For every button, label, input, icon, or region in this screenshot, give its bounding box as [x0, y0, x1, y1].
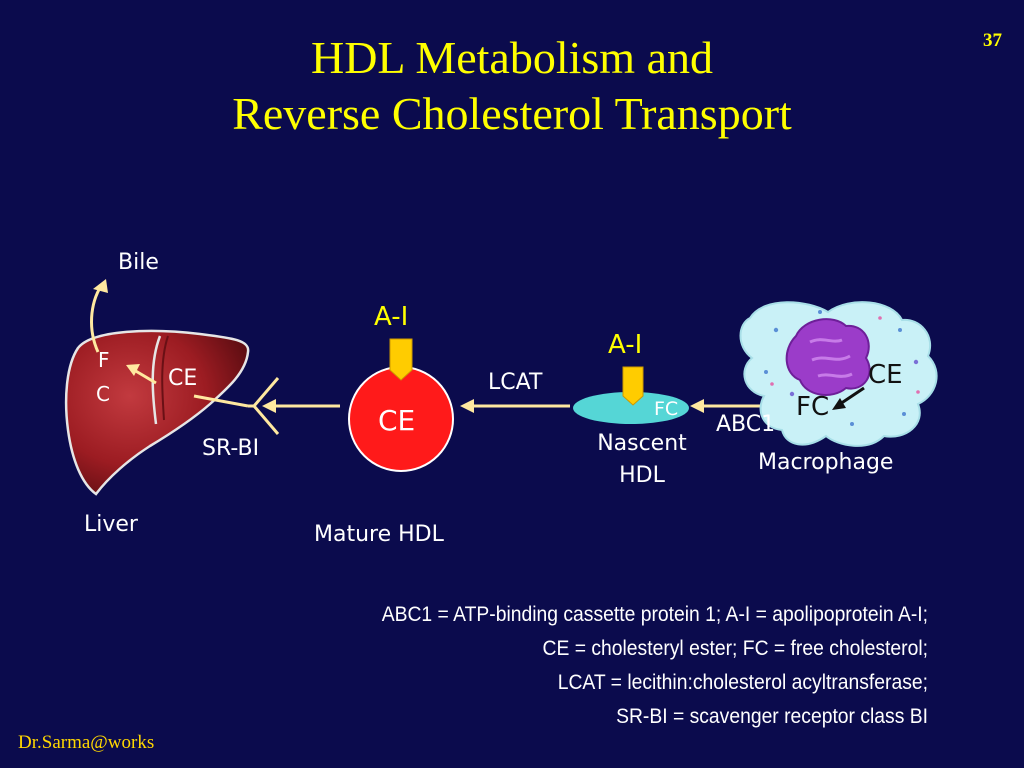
lcat-label: LCAT	[488, 370, 543, 395]
footnote-line-4: SR-BI = scavenger receptor class BI	[616, 705, 928, 728]
nascent-hdl-label-line1: Nascent	[597, 431, 687, 456]
abc1-label: ABC1	[716, 412, 776, 437]
footnote-line-1: ABC1 = ATP-binding cassette protein 1; A…	[381, 603, 928, 626]
liver-label: Liver	[84, 512, 138, 537]
macrophage-cell	[739, 301, 938, 447]
mature-hdl-apoprotein	[389, 338, 413, 381]
macrophage-label: Macrophage	[758, 450, 894, 475]
footnote-line-3: LCAT = lecithin:cholesterol acyltransfer…	[557, 671, 928, 694]
nascent-fc-label: FC	[654, 398, 679, 420]
bile-arrow	[90, 285, 103, 353]
macrophage-fc-label: FC	[796, 392, 830, 422]
ce-to-fc-arrowhead	[126, 364, 140, 376]
lcat-arrowhead	[460, 399, 474, 413]
nascent-hdl-apoprotein	[622, 366, 644, 406]
liver-fc-label-f: F	[98, 348, 110, 372]
slide-title: HDL Metabolism and Reverse Cholesterol T…	[0, 30, 1024, 142]
liver-ce-label: CE	[168, 366, 198, 391]
footnote-line-2: CE = cholesteryl ester; FC = free choles…	[542, 637, 928, 660]
author-credit: Dr.Sarma@works	[18, 732, 155, 753]
mature-ce-label: CE	[378, 404, 416, 437]
sr-bi-label: SR-BI	[202, 436, 260, 461]
macrophage-ce-label: CE	[868, 360, 903, 390]
macrophage-ce-to-fc-arrow	[839, 386, 865, 406]
nascent-apo-label: A-I	[608, 330, 643, 360]
title-line-1: HDL Metabolism and	[310, 32, 713, 83]
mature-apo-label: A-I	[374, 302, 409, 332]
macrophage-ce-to-fc-arrowhead	[832, 398, 846, 410]
nascent-hdl-label: Nascent HDL	[572, 428, 712, 492]
abc1-arrowhead	[690, 399, 704, 413]
liver-fc-label-c: C	[96, 382, 110, 406]
liver-shape	[64, 329, 250, 496]
sr-bi-receptor	[248, 377, 280, 435]
abbreviations-footnote: ABC1 = ATP-binding cassette protein 1; A…	[284, 598, 928, 734]
ce-to-receptor-line	[193, 394, 249, 408]
title-line-2: Reverse Cholesterol Transport	[232, 88, 792, 139]
bile-label: Bile	[118, 250, 159, 275]
nascent-hdl-label-line2: HDL	[619, 463, 665, 488]
mature-to-receptor-arrowhead	[262, 399, 276, 413]
slide-number: 37	[983, 30, 1002, 51]
bile-arrowhead	[93, 279, 108, 293]
ce-to-fc-arrow	[133, 368, 157, 385]
mature-hdl-label: Mature HDL	[314, 522, 444, 547]
nascent-hdl-particle	[573, 392, 689, 424]
